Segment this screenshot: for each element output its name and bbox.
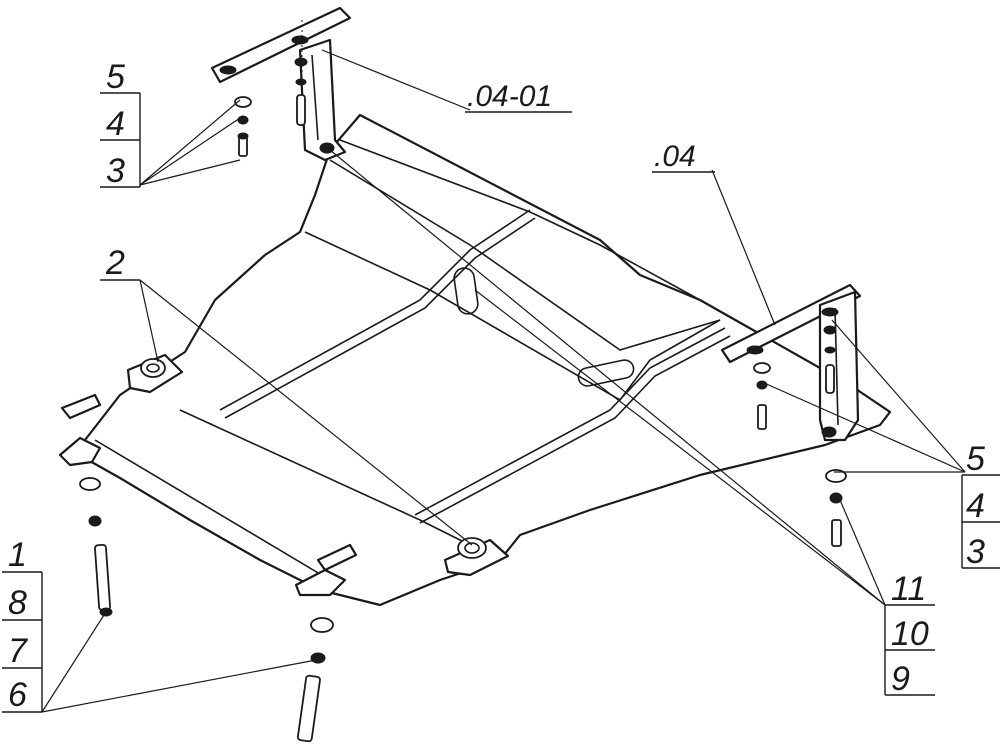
leader-lines — [41, 49, 966, 713]
skid-plate — [58, 113, 892, 607]
callout-3: 3 — [966, 533, 985, 571]
callout-7: 7 — [8, 632, 28, 670]
hardware-bottom-left — [79, 477, 113, 617]
callout-8: 8 — [8, 584, 27, 622]
callout-stack-bottom-left: 1 8 7 6 — [2, 536, 43, 714]
callout-label-2: 2 — [100, 244, 140, 282]
hardware-right-upper — [753, 362, 771, 430]
callout-6: 6 — [8, 676, 27, 714]
bracket-right — [720, 283, 862, 442]
callout-stack-top-left: 5 4 3 — [100, 58, 141, 190]
mount-boss-left — [126, 353, 184, 394]
callout-4: 4 — [966, 487, 985, 525]
callout-4: 4 — [106, 105, 125, 143]
callout-11: 11 — [891, 570, 926, 608]
hardware-bottom-center — [296, 617, 334, 743]
svg-text:.04: .04 — [654, 140, 696, 173]
callout-bracket-right-code: .04 — [652, 140, 715, 173]
callout-5: 5 — [966, 440, 985, 478]
callout-bracket-left-code: .04-01 — [465, 80, 572, 113]
callout-5: 5 — [106, 58, 125, 96]
callout-9: 9 — [891, 660, 910, 698]
callout-1: 1 — [8, 536, 27, 574]
svg-text:2: 2 — [105, 244, 125, 282]
callout-stack-bottom-right: 11 10 9 — [884, 570, 935, 698]
hardware-top-left — [234, 96, 252, 157]
svg-text:.04-01: .04-01 — [467, 80, 552, 113]
callout-10: 10 — [891, 615, 929, 653]
bracket-left — [210, 6, 352, 162]
callout-3: 3 — [106, 152, 125, 190]
hardware-right-lower — [825, 469, 847, 547]
mount-boss-right — [443, 537, 510, 577]
callout-stack-right: 5 4 3 — [961, 440, 1000, 571]
